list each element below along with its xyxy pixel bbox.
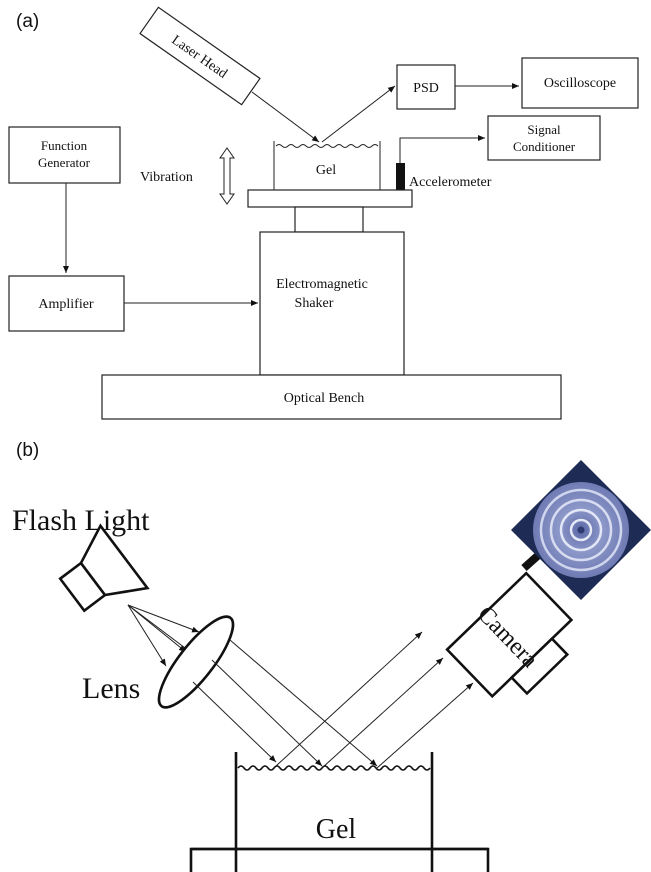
panel-a: (a) Laser Head PSD Oscilloscope Function… xyxy=(9,7,638,419)
function-generator-label-2: Generator xyxy=(38,155,91,170)
gel-surface-wave-b xyxy=(238,766,430,770)
gel-label-b: Gel xyxy=(316,814,357,845)
gel-container-a: Gel xyxy=(274,141,380,190)
amplifier-label: Amplifier xyxy=(38,297,94,312)
shaker-neck xyxy=(295,207,363,232)
reflected-beams xyxy=(276,632,473,768)
panel-a-label: (a) xyxy=(16,11,39,32)
signal-conditioner-label-1: Signal xyxy=(527,122,561,137)
flash-light-icon xyxy=(49,526,147,627)
optical-bench-label: Optical Bench xyxy=(284,391,364,406)
lens-icon xyxy=(148,607,244,716)
laser-head: Laser Head xyxy=(140,7,260,104)
panel-b: (b) Flash Light Lens xyxy=(12,440,651,872)
accelerometer-wire xyxy=(400,138,485,163)
accelerometer-sensor xyxy=(396,163,405,190)
gel-container-b: Gel xyxy=(236,752,432,872)
laser-beam xyxy=(252,92,319,142)
flash-light-label: Flash Light xyxy=(12,504,150,537)
function-generator-label-1: Function xyxy=(41,138,88,153)
gel-label-a: Gel xyxy=(316,163,336,178)
psd-label: PSD xyxy=(413,81,439,96)
reflected-beam xyxy=(322,86,395,142)
shaker-label-1: Electromagnetic xyxy=(276,277,368,292)
oscilloscope-label: Oscilloscope xyxy=(544,76,616,91)
camera-icon: Camera xyxy=(444,570,587,712)
lens-label: Lens xyxy=(82,672,140,705)
shaker-platform xyxy=(248,190,412,207)
accelerometer-label: Accelerometer xyxy=(409,175,492,190)
vibration-label: Vibration xyxy=(140,170,193,185)
vibration-double-arrow-icon xyxy=(220,148,234,204)
signal-conditioner-label-2: Conditioner xyxy=(513,139,576,154)
gel-surface-wave xyxy=(276,145,378,148)
shaker-label-2: Shaker xyxy=(295,296,334,311)
panel-b-label: (b) xyxy=(16,440,39,461)
